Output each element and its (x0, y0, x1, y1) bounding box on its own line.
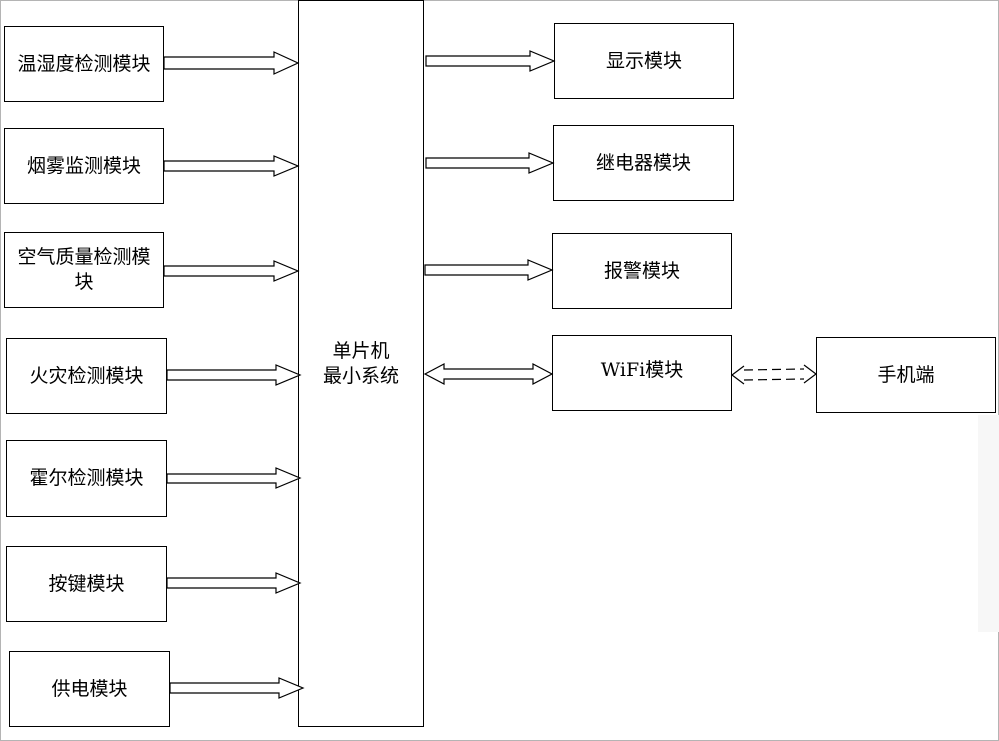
label-alarm: 报警模块 (603, 259, 680, 282)
label-phone: 手机端 (877, 363, 935, 386)
box-power: 供电模块 (9, 651, 170, 727)
label-key: 按键模块 (48, 572, 125, 595)
edge-shade (978, 415, 999, 632)
arrow-temp-humidity (163, 51, 300, 75)
arrow-hall (166, 467, 302, 489)
label-hall: 霍尔检测模块 (29, 467, 144, 489)
box-hall: 霍尔检测模块 (6, 440, 167, 517)
box-air-quality: 空气质量检测模块 (4, 232, 164, 308)
arrow-mcu-wifi (423, 363, 554, 385)
arrowhead-wifi-end (731, 365, 745, 385)
label-air-quality: 空气质量检测模块 (17, 246, 151, 293)
arrow-wifi-phone (743, 368, 805, 381)
arrow-alarm (424, 259, 554, 281)
box-smoke: 烟雾监测模块 (4, 128, 164, 204)
label-temp-humidity: 温湿度检测模块 (17, 52, 151, 75)
arrow-smoke (163, 155, 300, 177)
label-mcu-line2: 最小系统 (322, 364, 399, 387)
label-relay: 继电器模块 (595, 151, 691, 174)
box-mcu: 单片机 最小系统 (298, 0, 424, 727)
label-smoke: 烟雾监测模块 (26, 154, 141, 177)
box-temp-humidity: 温湿度检测模块 (4, 26, 164, 102)
box-display: 显示模块 (554, 23, 734, 99)
box-alarm: 报警模块 (552, 233, 732, 309)
label-wifi: WiFi模块 (600, 358, 684, 381)
label-fire: 火灾检测模块 (29, 364, 144, 387)
box-fire: 火灾检测模块 (6, 338, 167, 414)
arrow-display (425, 50, 556, 72)
label-power: 供电模块 (51, 677, 128, 700)
arrow-power (169, 677, 305, 699)
box-wifi: WiFi模块 (552, 335, 732, 411)
box-relay: 继电器模块 (553, 125, 734, 201)
arrowhead-phone-end (803, 364, 817, 384)
label-display: 显示模块 (605, 49, 682, 72)
box-key: 按键模块 (6, 546, 167, 622)
box-phone: 手机端 (816, 337, 996, 413)
arrow-key (166, 572, 302, 594)
arrow-relay (425, 152, 555, 174)
label-mcu-line1: 单片机 (332, 339, 390, 362)
arrow-fire (166, 364, 302, 386)
arrow-air-quality (163, 260, 300, 282)
